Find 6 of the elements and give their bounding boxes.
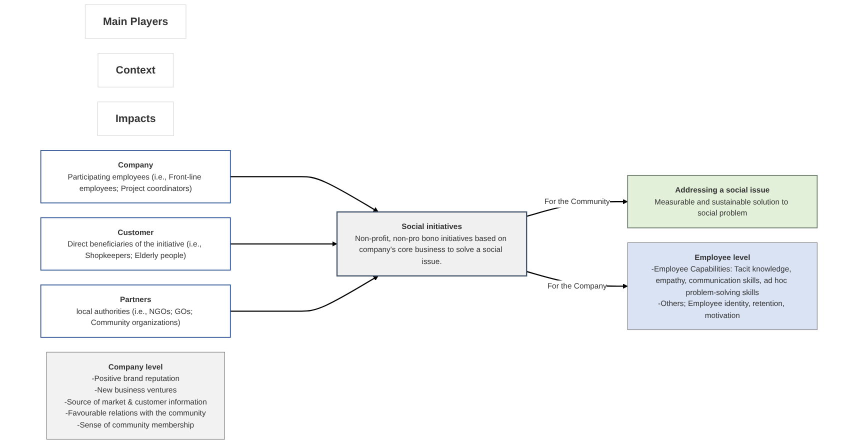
node-box: Impacts [97, 102, 174, 136]
arrow [230, 241, 338, 247]
arrow [230, 176, 378, 212]
node-box: Context [98, 53, 174, 88]
arrow [230, 276, 378, 312]
node-box: Main Players [84, 4, 186, 39]
